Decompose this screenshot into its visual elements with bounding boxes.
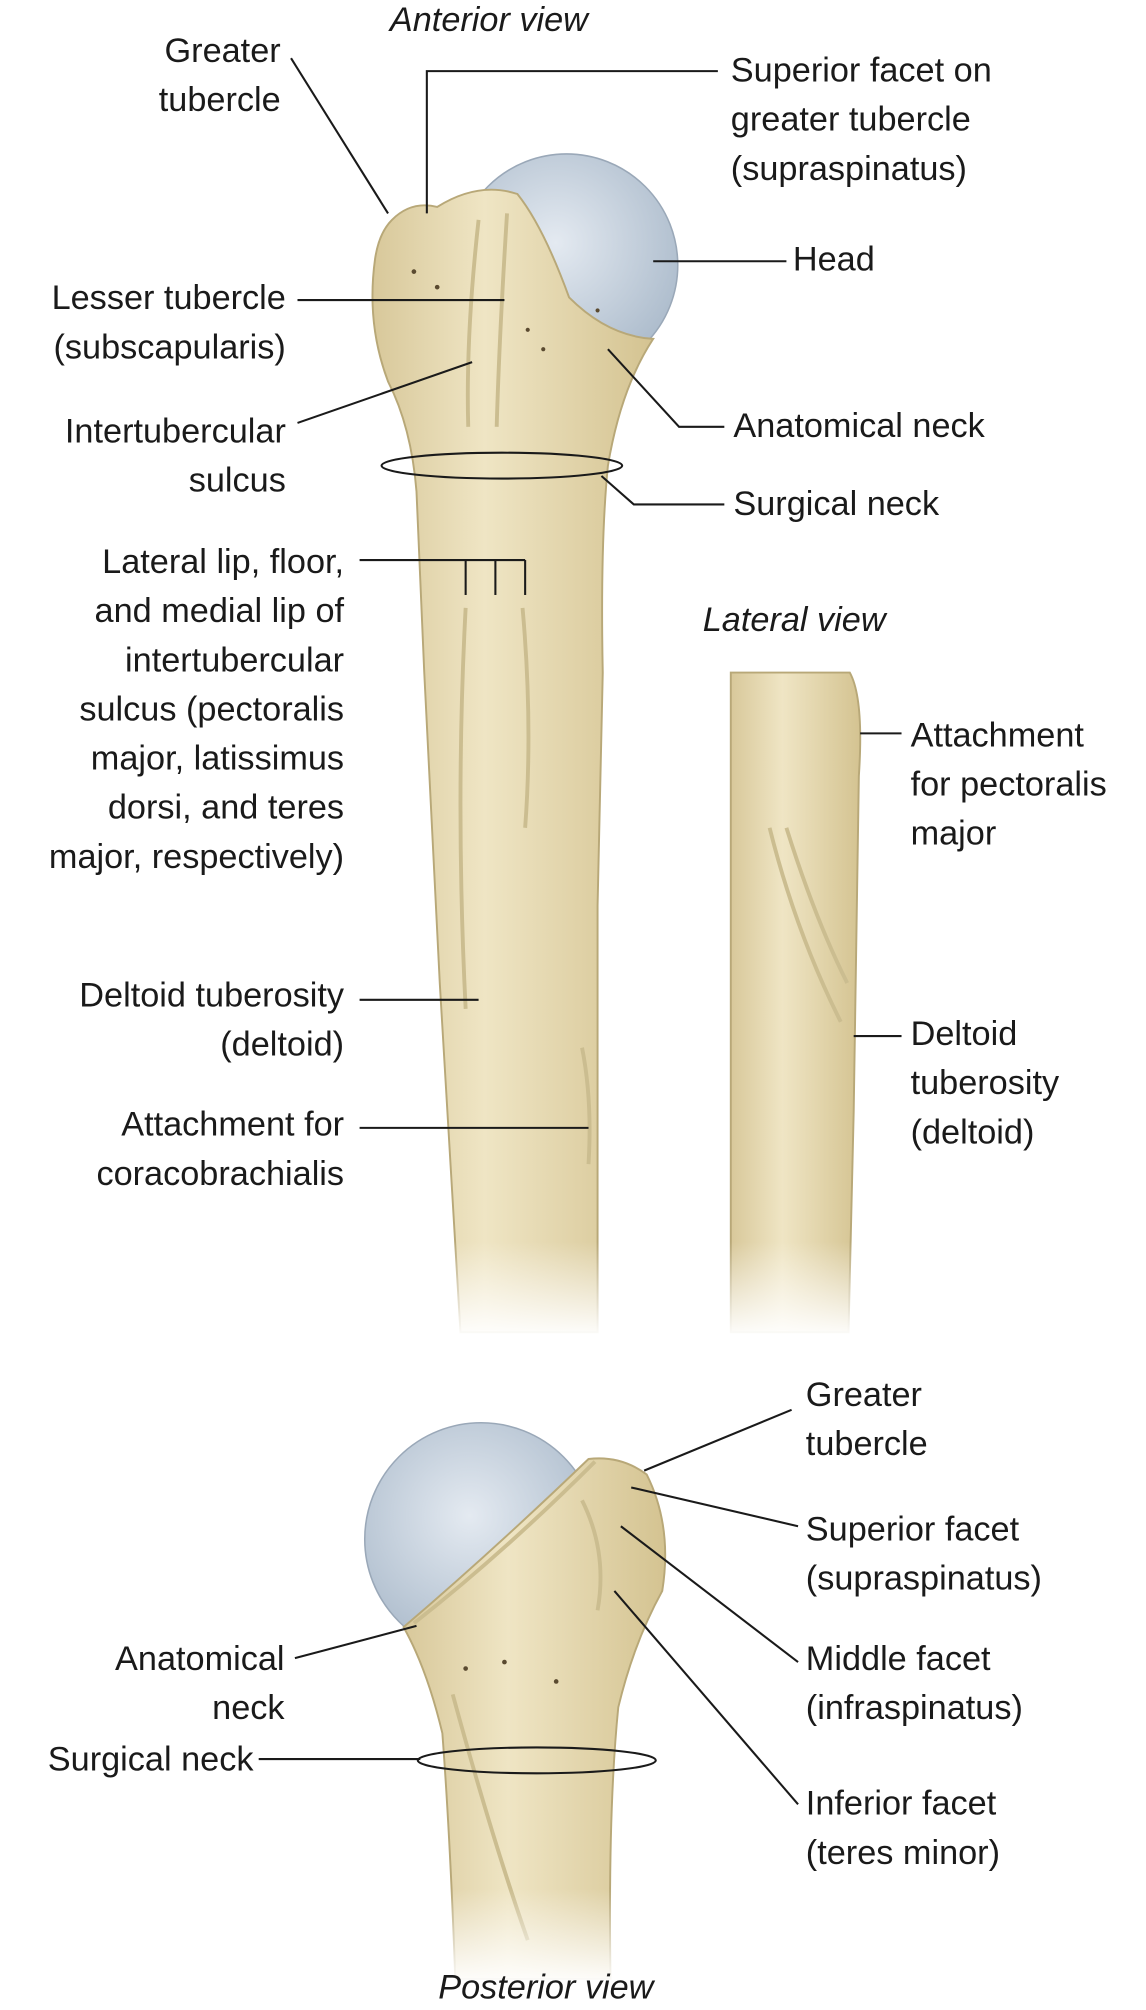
label-line: Anatomical neck	[733, 407, 985, 445]
label-line: Attachment for	[121, 1106, 344, 1144]
label-line: intertubercular	[125, 641, 344, 679]
label-line: (deltoid)	[220, 1025, 344, 1063]
label-posterior-anatomical-neck: Anatomical neck	[115, 1640, 285, 1727]
label-line: Attachment	[911, 716, 1085, 754]
anterior-view-title: Anterior view	[388, 1, 590, 39]
leader-lines	[258, 57, 902, 1806]
label-line: for pectoralis	[911, 765, 1107, 803]
label-intertubercular-sulcus: Intertubercular sulcus	[65, 412, 286, 499]
label-line: Lateral lip, floor,	[102, 543, 344, 581]
label-line: Deltoid tuberosity	[79, 976, 345, 1014]
label-inferior-facet: Inferior facet (teres minor)	[806, 1785, 1000, 1872]
label-anatomical-neck: Anatomical neck	[733, 407, 985, 445]
label-line: neck	[212, 1689, 285, 1727]
label-line: greater tubercle	[731, 101, 971, 139]
label-pectoralis-attachment: Attachment for pectoralis major	[911, 716, 1107, 852]
label-line: (deltoid)	[911, 1113, 1035, 1151]
label-lesser-tubercle: Lesser tubercle (subscapularis)	[52, 279, 286, 366]
label-line: tubercle	[806, 1425, 928, 1463]
posterior-view-title: Posterior view	[438, 1968, 655, 2006]
label-middle-facet: Middle facet (infraspinatus)	[806, 1640, 1023, 1727]
anterior-surgical-neck-ring	[380, 451, 624, 480]
label-line: Anatomical	[115, 1640, 285, 1678]
label-line: Surgical neck	[48, 1741, 255, 1779]
label-line: Lesser tubercle	[52, 279, 286, 317]
label-line: (teres minor)	[806, 1834, 1000, 1872]
lateral-view-title: Lateral view	[703, 601, 888, 639]
label-line: Greater	[806, 1376, 922, 1414]
label-line: Surgical neck	[733, 485, 940, 523]
label-line: Greater	[165, 32, 281, 70]
label-surgical-neck: Surgical neck	[733, 485, 940, 523]
label-line: Deltoid	[911, 1015, 1018, 1053]
anterior-shaft	[371, 188, 655, 1334]
label-line: (infraspinatus)	[806, 1689, 1023, 1727]
label-coracobrachialis: Attachment for coracobrachialis	[96, 1106, 344, 1193]
label-deltoid-tuberosity-lateral: Deltoid tuberosity (deltoid)	[911, 1015, 1060, 1151]
label-line: Middle facet	[806, 1640, 991, 1678]
lateral-humerus	[717, 671, 874, 1339]
label-line: dorsi, and teres	[108, 789, 344, 827]
label-posterior-greater-tubercle: Greater tubercle	[806, 1376, 928, 1463]
label-superior-facet: Superior facet on greater tubercle (supr…	[731, 51, 992, 187]
label-line: tubercle	[159, 81, 281, 119]
label-greater-tubercle: Greater tubercle	[159, 32, 281, 119]
label-line: major, respectively)	[49, 838, 344, 876]
label-posterior-surgical-neck: Surgical neck	[48, 1741, 255, 1779]
label-line: Inferior facet	[806, 1785, 997, 1823]
label-line: and medial lip of	[95, 592, 345, 630]
label-line: tuberosity	[911, 1064, 1060, 1102]
label-line: major, latissimus	[91, 740, 344, 778]
label-posterior-superior-facet: Superior facet (supraspinatus)	[806, 1510, 1042, 1597]
label-line: Superior facet	[806, 1510, 1020, 1548]
label-line: major	[911, 815, 997, 853]
posterior-humerus	[363, 1422, 667, 1986]
label-deltoid-tuberosity-anterior: Deltoid tuberosity (deltoid)	[79, 976, 345, 1063]
label-line: (supraspinatus)	[806, 1560, 1042, 1598]
label-intertubercular-lips: Lateral lip, floor, and medial lip of in…	[49, 543, 345, 876]
label-line: (supraspinatus)	[731, 150, 967, 188]
posterior-surgical-neck-ring	[416, 1746, 657, 1775]
lateral-shaft	[729, 671, 862, 1334]
label-line: Superior facet on	[731, 51, 992, 89]
label-head: Head	[793, 240, 875, 278]
label-line: coracobrachialis	[96, 1155, 344, 1193]
label-line: Head	[793, 240, 875, 278]
label-line: sulcus (pectoralis	[79, 690, 344, 728]
label-line: sulcus	[189, 462, 286, 500]
label-line: (subscapularis)	[54, 328, 286, 366]
anterior-humerus	[371, 153, 679, 1339]
label-line: Intertubercular	[65, 412, 286, 450]
